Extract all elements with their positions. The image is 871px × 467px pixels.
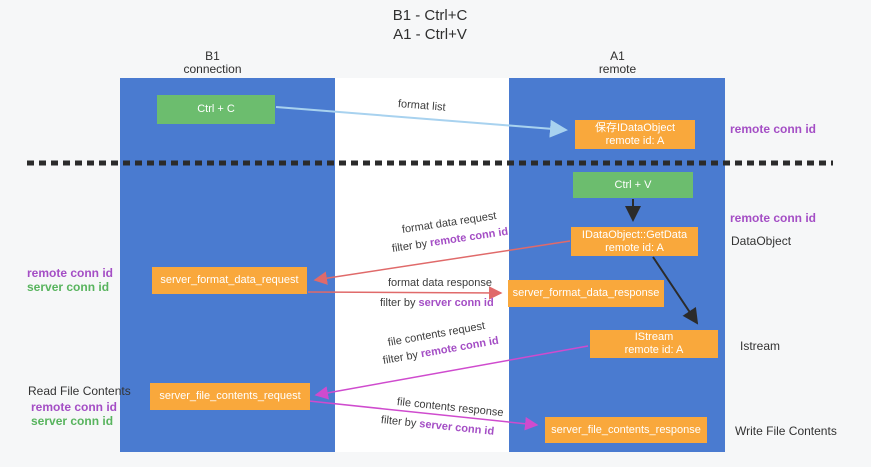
node-server-format-data-request: server_format_data_request xyxy=(152,267,307,294)
node-getdata-line1: IDataObject::GetData xyxy=(581,228,688,241)
lane-b1-role: connection xyxy=(183,62,242,76)
node-save-idataobject-line2: remote id: A xyxy=(605,134,665,147)
node-server-file-contents-request: server_file_contents_request xyxy=(150,383,310,410)
label-read-file-contents: Read File Contents xyxy=(28,384,131,398)
node-ctrl-c: Ctrl + C xyxy=(157,95,275,124)
label-remote-conn-id-left-2: remote conn id xyxy=(31,400,118,414)
lane-header-b1: B1 connection xyxy=(150,50,275,76)
label-remote-conn-id-right-1: remote conn id xyxy=(730,122,817,136)
arrow-getdata-to-istream xyxy=(652,256,699,325)
arrow-format-list xyxy=(275,106,568,138)
node-getdata-line2: remote id: A xyxy=(605,241,664,254)
node-ctrl-v: Ctrl + V xyxy=(573,172,693,198)
label-write-file-contents: Write File Contents xyxy=(735,424,837,438)
label-server-conn-id-left-1: server conn id xyxy=(27,280,110,294)
node-idataobject-getdata: IDataObject::GetData remote id: A xyxy=(571,227,698,256)
node-istream: IStream remote id: A xyxy=(590,330,718,358)
node-server-format-data-response: server_format_data_response xyxy=(508,280,664,307)
arrow-file-contents-request xyxy=(314,345,589,400)
diagram-title: B1 - Ctrl+C A1 - Ctrl+V xyxy=(300,6,560,44)
title-line-2: A1 - Ctrl+V xyxy=(393,26,467,43)
node-istream-line1: IStream xyxy=(634,331,674,343)
arrow-file-contents-response xyxy=(308,400,539,431)
label-format-data-response: format data response xyxy=(388,277,492,289)
filter-by-prefix: filter by xyxy=(380,297,419,309)
message-channel-band xyxy=(335,78,509,452)
lane-a1-name: A1 xyxy=(610,49,625,63)
label-istream: Istream xyxy=(740,339,781,353)
label-server-conn-id-left-2: server conn id xyxy=(31,414,114,428)
lane-b1-name: B1 xyxy=(205,49,220,63)
arrow-format-data-request xyxy=(313,240,571,285)
arrow-format-data-response xyxy=(307,286,503,300)
node-save-idataobject-line1: 保存IDataObject xyxy=(594,121,676,134)
label-remote-conn-id-right-2: remote conn id xyxy=(730,211,817,225)
label-dataobject: DataObject xyxy=(731,234,792,248)
lane-header-a1: A1 remote xyxy=(555,50,680,76)
label-remote-conn-id-left-1: remote conn id xyxy=(27,266,114,280)
label-filter-by-server-1: filter by server conn id xyxy=(380,297,494,309)
node-save-idataobject: 保存IDataObject remote id: A xyxy=(575,120,695,149)
node-server-file-contents-response: server_file_contents_response xyxy=(545,417,707,443)
node-istream-line2: remote id: A xyxy=(624,344,684,356)
server-conn-id-inline: server conn id xyxy=(418,297,494,309)
lane-a1-role: remote xyxy=(598,62,637,76)
title-line-1: B1 - Ctrl+C xyxy=(392,7,468,24)
